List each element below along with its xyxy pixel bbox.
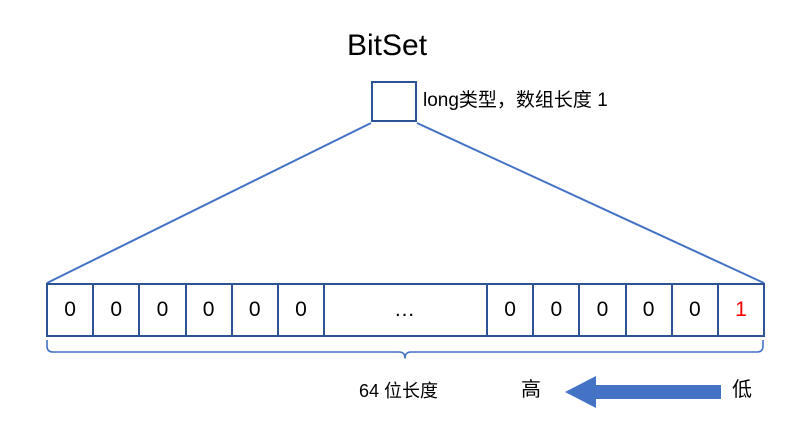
direction-arrow-icon <box>565 376 721 408</box>
bit-cell-ellipsis: … <box>325 285 489 335</box>
bit-cell: 0 <box>626 285 673 335</box>
bit-cell: 0 <box>488 285 535 335</box>
bit-cell: 0 <box>534 285 581 335</box>
bit-length-label: 64 位长度 <box>359 381 439 401</box>
bit-cell: 0 <box>186 285 233 335</box>
long-type-annotation: long类型，数组长度 1 <box>423 90 608 111</box>
bit-cell: 0 <box>580 285 627 335</box>
low-end-label: 低 <box>732 379 752 401</box>
bit-cell: 0 <box>232 285 279 335</box>
high-end-label: 高 <box>521 379 541 401</box>
bit-cell: 0 <box>48 285 95 335</box>
long-array-cell <box>371 81 417 122</box>
page-title: BitSet <box>347 29 428 62</box>
bit-cell: 0 <box>140 285 187 335</box>
bit-cell: 0 <box>94 285 141 335</box>
bit-cell: 0 <box>278 285 326 335</box>
bit-cell: 1 <box>718 285 764 335</box>
expand-line-left <box>46 122 372 284</box>
bit-cell: 0 <box>672 285 719 335</box>
expand-line-right <box>416 122 765 284</box>
length-brace <box>46 340 764 359</box>
